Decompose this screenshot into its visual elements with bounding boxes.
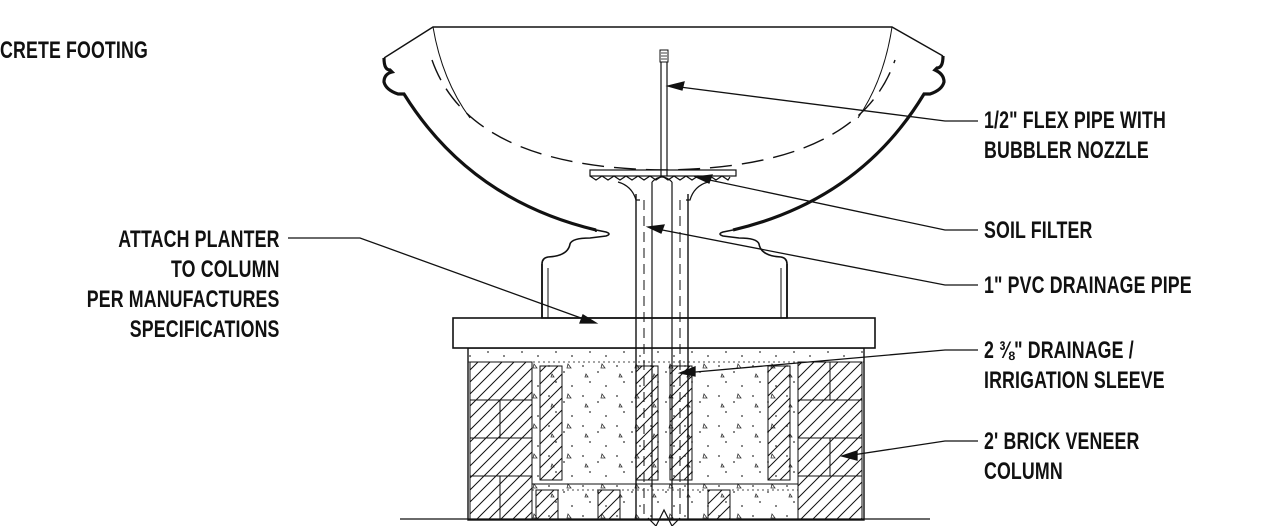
brick-column [467,347,865,521]
column-cap [452,317,876,349]
concrete-core [532,362,798,520]
label-sleeve: 2 ⅜" DRAINAGE / IRRIGATION SLEEVE [984,337,1165,394]
label-crete-footing: CRETE FOOTING [0,37,148,64]
flex-pipe [659,49,669,176]
soil-filter [589,169,737,201]
brick-veneer-left [469,361,533,521]
label-pvc-pipe: 1" PVC DRAINAGE PIPE [984,272,1192,299]
label-brick-veneer: 2' BRICK VENEER COLUMN [984,428,1140,485]
planter-pedestal [541,229,788,318]
label-soil-filter: SOIL FILTER [984,217,1093,244]
label-attach-planter: ATTACH PLANTER TO COLUMN PER MANUFACTURE… [87,226,280,343]
label-flex-pipe: 1/2" FLEX PIPE WITH BUBBLER NOZZLE [984,107,1166,164]
brick-veneer-right [797,361,863,521]
leaders [288,81,978,461]
drainage-sleeve [635,176,689,526]
